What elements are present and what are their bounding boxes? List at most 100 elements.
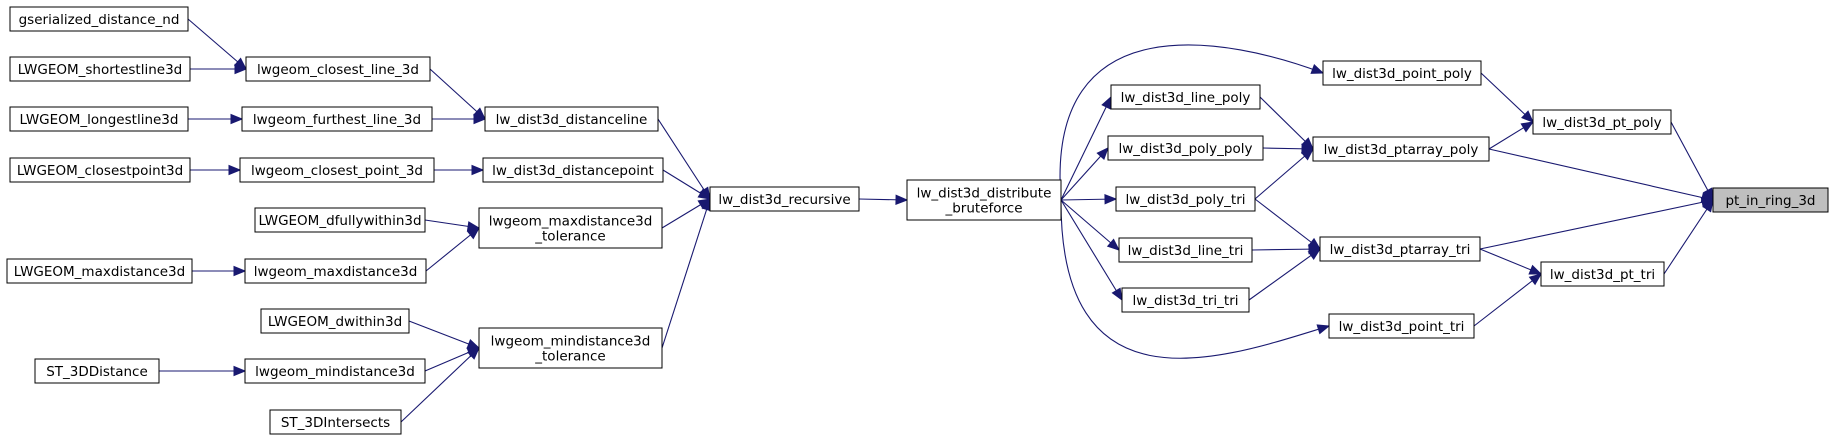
node-lw_dist3d_line_poly[interactable]: lw_dist3d_line_poly xyxy=(1110,84,1261,110)
edge-lwgeom_mindistance3d_tolerance-to-lw_dist3d_recursive xyxy=(661,197,712,349)
edge-arrowhead xyxy=(1111,287,1123,302)
edge-arrowhead xyxy=(1316,324,1331,335)
node-box xyxy=(9,56,191,82)
node-lwgeom_mindistance3d_tolerance[interactable]: lwgeom_mindistance3d_tolerance xyxy=(478,327,663,369)
node-lw_dist3d_distribute_bruteforce[interactable]: lw_dist3d_distribute_bruteforce xyxy=(906,179,1062,221)
node-lwgeom_closest_point_3d[interactable]: lwgeom_closest_point_3d xyxy=(239,157,435,183)
node-box xyxy=(1328,313,1475,339)
node-label: ST_3DIntersects xyxy=(281,415,390,431)
node-label: lwgeom_maxdistance3d xyxy=(489,214,653,230)
node-LWGEOM_longestline3d[interactable]: LWGEOM_longestline3d xyxy=(9,106,189,132)
edge-arrowhead xyxy=(895,194,909,206)
edge-arrowhead xyxy=(473,113,487,125)
edge-arrowhead xyxy=(697,188,712,200)
node-label: LWGEOM_dfullywithin3d xyxy=(258,213,421,229)
edge-lwgeom_closest_line_3d-to-lw_dist3d_distanceline xyxy=(429,68,486,120)
node-lw_dist3d_tri_tri[interactable]: lw_dist3d_tri_tri xyxy=(1121,287,1250,313)
edge-arrowhead xyxy=(466,227,481,240)
edge-lwgeom_closest_point_3d-to-lw_dist3d_distancepoint xyxy=(434,164,485,176)
edge-lw_dist3d_distribute_bruteforce-to-lw_dist3d_poly_poly xyxy=(1060,147,1109,201)
node-lw_dist3d_point_tri[interactable]: lw_dist3d_point_tri xyxy=(1328,313,1475,339)
edge-arrowhead xyxy=(1104,193,1118,205)
node-lw_dist3d_recursive[interactable]: lw_dist3d_recursive xyxy=(709,186,860,212)
edge-lwgeom_maxdistance3d-to-lwgeom_maxdistance3d_tolerance xyxy=(425,227,481,272)
node-box xyxy=(1110,84,1261,110)
node-LWGEOM_shortestline3d[interactable]: LWGEOM_shortestline3d xyxy=(9,56,191,82)
node-label: lw_dist3d_line_tri xyxy=(1128,243,1244,259)
node-lw_dist3d_poly_tri[interactable]: lw_dist3d_poly_tri xyxy=(1115,186,1256,212)
nodes-layer: pt_in_ring_3d lw_dist3d_point_poly lw_dist… xyxy=(6,6,1829,435)
node-lw_dist3d_ptarray_tri[interactable]: lw_dist3d_ptarray_tri xyxy=(1319,236,1481,262)
edge-lw_dist3d_ptarray_tri-to-pt_in_ring_3d xyxy=(1479,197,1715,250)
node-box xyxy=(244,358,426,384)
node-lwgeom_furthest_line_3d[interactable]: lwgeom_furthest_line_3d xyxy=(241,106,433,132)
node-box xyxy=(1532,109,1672,135)
node-label: ST_3DDistance xyxy=(46,364,148,380)
edge-line xyxy=(1060,199,1123,301)
edge-line xyxy=(1663,199,1714,275)
node-LWGEOM_dfullywithin3d[interactable]: LWGEOM_dfullywithin3d xyxy=(254,207,426,233)
edge-lw_dist3d_distribute_bruteforce-to-lw_dist3d_line_poly xyxy=(1060,95,1112,201)
edge-lw_dist3d_poly_tri-to-lw_dist3d_ptarray_tri xyxy=(1254,198,1322,250)
edge-lw_dist3d_ptarray_poly-to-pt_in_ring_3d xyxy=(1488,148,1715,203)
node-lw_dist3d_line_tri[interactable]: lw_dist3d_line_tri xyxy=(1118,237,1253,263)
node-box xyxy=(478,327,663,369)
node-lw_dist3d_distancepoint[interactable]: lw_dist3d_distancepoint xyxy=(482,157,664,183)
edge-line xyxy=(408,320,480,349)
edge-lw_dist3d_point_tri-to-lw_dist3d_pt_tri xyxy=(1473,273,1543,327)
node-lw_dist3d_ptarray_poly[interactable]: lw_dist3d_ptarray_poly xyxy=(1312,136,1490,162)
node-LWGEOM_maxdistance3d[interactable]: LWGEOM_maxdistance3d xyxy=(6,258,193,284)
node-lwgeom_closest_line_3d[interactable]: lwgeom_closest_line_3d xyxy=(245,56,431,82)
edge-lw_dist3d_distribute_bruteforce-to-lw_dist3d_line_tri xyxy=(1060,199,1121,251)
node-label: lw_dist3d_poly_poly xyxy=(1119,141,1253,157)
node-lw_dist3d_distanceline[interactable]: lw_dist3d_distanceline xyxy=(484,106,659,132)
edge-line xyxy=(1060,199,1120,251)
node-ST_3DIntersects[interactable]: ST_3DIntersects xyxy=(269,409,402,435)
edge-arrowhead xyxy=(1528,273,1543,286)
node-box xyxy=(260,308,410,334)
node-label: LWGEOM_shortestline3d xyxy=(18,62,183,78)
node-lw_dist3d_point_poly[interactable]: lw_dist3d_point_poly xyxy=(1322,60,1482,86)
node-label: lwgeom_mindistance3d xyxy=(255,364,415,380)
edge-line xyxy=(400,347,480,423)
edge-ST_3DIntersects-to-lwgeom_mindistance3d_tolerance xyxy=(400,347,480,423)
node-LWGEOM_closestpoint3d[interactable]: LWGEOM_closestpoint3d xyxy=(9,157,191,183)
node-label: LWGEOM_maxdistance3d xyxy=(14,264,185,280)
edge-lw_dist3d_pt_poly-to-pt_in_ring_3d xyxy=(1670,121,1714,202)
node-box xyxy=(9,157,191,183)
node-box xyxy=(241,106,433,132)
node-ST_3DDistance[interactable]: ST_3DDistance xyxy=(34,358,160,384)
node-label: lw_dist3d_point_tri xyxy=(1339,319,1465,335)
node-lw_dist3d_pt_poly[interactable]: lw_dist3d_pt_poly xyxy=(1532,109,1672,135)
node-label: lw_dist3d_distanceline xyxy=(496,112,648,128)
node-label: lw_dist3d_poly_tri xyxy=(1125,192,1245,208)
edge-arrowhead xyxy=(471,164,485,176)
node-box xyxy=(1107,135,1264,161)
node-lw_dist3d_poly_poly[interactable]: lw_dist3d_poly_poly xyxy=(1107,135,1264,161)
node-label: pt_in_ring_3d xyxy=(1725,193,1815,209)
edge-lw_dist3d_distribute_bruteforce-to-lw_dist3d_tri_tri xyxy=(1060,199,1123,302)
edge-line xyxy=(657,118,711,200)
node-lw_dist3d_pt_tri[interactable]: lw_dist3d_pt_tri xyxy=(1540,261,1665,287)
edge-LWGEOM_dfullywithin3d-to-lwgeom_maxdistance3d_tolerance xyxy=(424,219,481,232)
edge-arrowhead xyxy=(1307,248,1322,260)
node-label: LWGEOM_longestline3d xyxy=(20,112,179,128)
node-box xyxy=(244,258,427,284)
node-box xyxy=(1121,287,1250,313)
node-box xyxy=(906,179,1062,221)
edge-line xyxy=(1480,72,1534,123)
node-lwgeom_maxdistance3d_tolerance[interactable]: lwgeom_maxdistance3d_tolerance xyxy=(478,207,663,249)
edge-lw_dist3d_distribute_bruteforce-to-lw_dist3d_point_tri xyxy=(1060,199,1331,359)
edge-arrowhead xyxy=(1702,198,1714,213)
edge-line xyxy=(1059,44,1324,201)
edge-line xyxy=(1060,147,1109,201)
node-label: lw_dist3d_point_poly xyxy=(1332,66,1472,82)
node-label: lw_dist3d_pt_poly xyxy=(1542,115,1661,131)
edge-arrowhead xyxy=(1520,121,1535,133)
node-gserialized_distance_nd[interactable]: gserialized_distance_nd xyxy=(9,6,189,32)
node-LWGEOM_dwithin3d[interactable]: LWGEOM_dwithin3d xyxy=(260,308,410,334)
node-label: _bruteforce xyxy=(944,201,1022,217)
node-lwgeom_maxdistance3d[interactable]: lwgeom_maxdistance3d xyxy=(244,258,427,284)
node-lwgeom_mindistance3d[interactable]: lwgeom_mindistance3d xyxy=(244,358,426,384)
